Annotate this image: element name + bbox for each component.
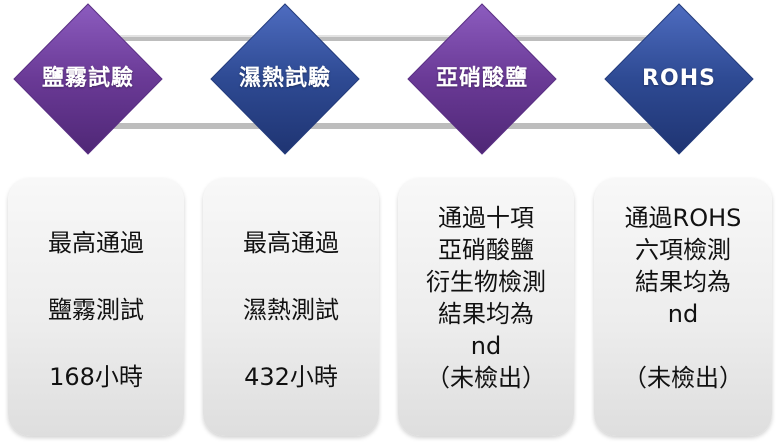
step-title: 濕熱試驗	[238, 66, 331, 91]
step-title: 亞硝酸鹽	[435, 66, 528, 91]
result-card-rohs: 通過ROHS 六項檢測 結果均為 nd （未檢出）	[594, 178, 772, 436]
card-line: 最高通過	[48, 229, 144, 257]
step-diamond-damp-heat: 濕熱試驗	[209, 2, 361, 156]
card-line: 結果均為	[635, 268, 731, 296]
card-line: （未檢出）	[623, 364, 743, 392]
card-line: 通過十項	[438, 204, 534, 232]
result-card-nitrite: 通過十項 亞硝酸鹽 衍生物檢測 結果均為 nd （未檢出）	[398, 178, 574, 436]
card-line: 168小時	[49, 363, 143, 391]
card-line: 通過ROHS	[624, 204, 742, 232]
card-line: 鹽霧測試	[48, 296, 144, 324]
step-title: ROHS	[642, 66, 716, 91]
result-card-salt-spray: 最高通過 鹽霧測試 168小時	[8, 178, 184, 436]
card-line: nd	[667, 300, 699, 328]
card-line: 濕熱測試	[243, 296, 339, 324]
card-line: 最高通過	[243, 229, 339, 257]
step-diamond-rohs: ROHS	[603, 2, 755, 156]
card-line: 衍生物檢測	[426, 268, 546, 296]
card-line: 結果均為	[438, 300, 534, 328]
step-diamond-salt-spray: 鹽霧試驗	[12, 2, 164, 156]
connector-lines	[90, 35, 690, 129]
card-line: 亞硝酸鹽	[438, 236, 534, 264]
card-line: 六項檢測	[635, 236, 731, 264]
result-card-damp-heat: 最高通過 濕熱測試 432小時	[203, 178, 379, 436]
step-title: 鹽霧試驗	[41, 66, 134, 91]
step-diamond-nitrite: 亞硝酸鹽	[406, 2, 558, 156]
card-line: （未檢出）	[426, 364, 546, 392]
card-line: 432小時	[244, 363, 338, 391]
card-line: nd	[470, 332, 502, 360]
